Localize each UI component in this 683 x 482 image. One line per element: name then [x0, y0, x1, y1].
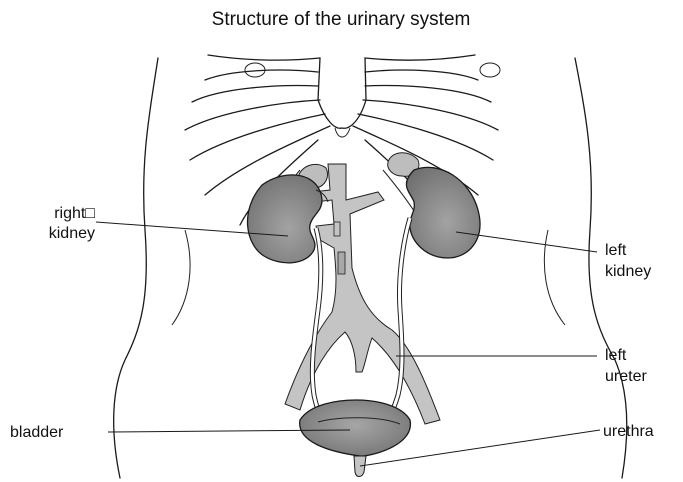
label-left-kidney-line2: kidney — [605, 263, 651, 280]
label-urethra: urethra — [603, 423, 654, 440]
label-left-kidney-line1: left — [605, 242, 627, 259]
leader-left-kidney — [456, 232, 597, 252]
label-right-kidney-line1: right□ — [54, 205, 95, 222]
bladder-shape — [300, 400, 411, 456]
urethra-shape — [354, 456, 366, 477]
label-right-kidney-line2: kidney — [49, 225, 95, 242]
label-bladder: bladder — [10, 424, 64, 441]
right-kidney-shape — [248, 175, 322, 263]
diagram-title: Structure of the urinary system — [212, 9, 471, 30]
right-shoulder-joint — [480, 63, 500, 77]
label-left-ureter-line2: ureter — [605, 368, 647, 385]
left-kidney-shape — [406, 167, 480, 258]
label-left-ureter-line1: left — [605, 347, 627, 364]
bladder-group — [300, 400, 411, 477]
